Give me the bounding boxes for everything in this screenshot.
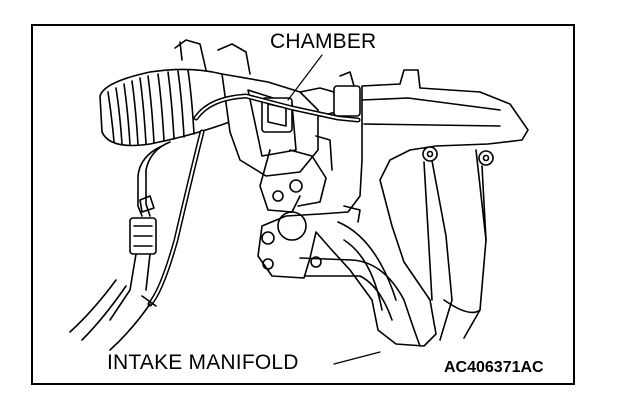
vacuum-hose — [69, 93, 361, 351]
figure-code: AC406371AC — [444, 359, 544, 376]
intake-manifold — [257, 69, 529, 347]
leader-lines — [287, 54, 381, 365]
leader-intake-manifold — [333, 351, 381, 365]
label-intake-manifold: INTAKE MANIFOLD — [107, 351, 299, 374]
air-intake-hose — [99, 39, 251, 147]
wiring-harness — [109, 141, 171, 321]
leader-chamber — [287, 54, 323, 101]
label-chamber: CHAMBER — [270, 30, 377, 53]
throttle-body — [221, 71, 361, 213]
